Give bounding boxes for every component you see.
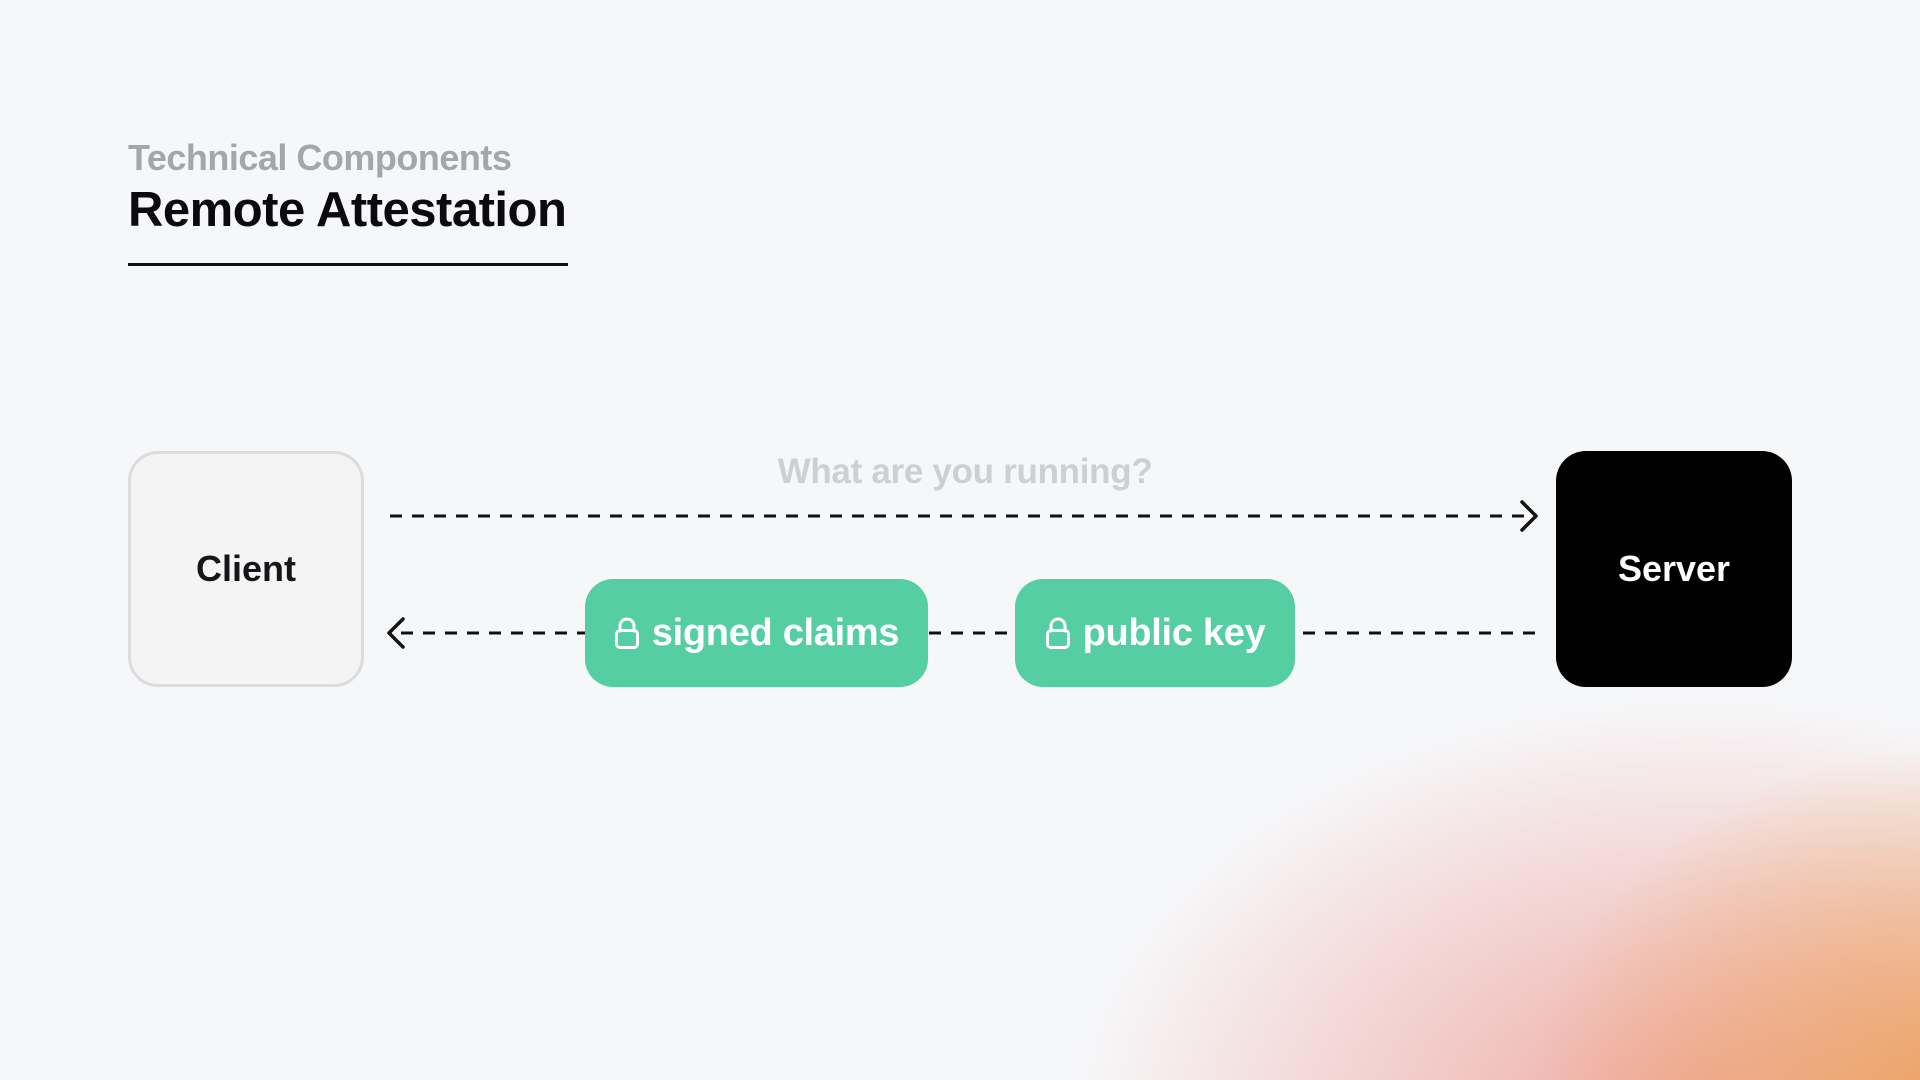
signed-claims-label: signed claims: [651, 611, 900, 654]
lock-icon: [1045, 617, 1070, 649]
client-node: Client: [128, 451, 364, 687]
title-underline: [128, 263, 568, 266]
public-key-label: public key: [1082, 611, 1266, 654]
response-arrowhead: [387, 617, 405, 649]
request-arrowhead: [1520, 500, 1538, 532]
lock-icon: [614, 617, 639, 649]
slide-header: Technical Components Remote Attestation: [128, 136, 567, 238]
server-node: Server: [1556, 451, 1792, 687]
public-key-pill: public key: [1015, 579, 1295, 687]
section-kicker: Technical Components: [128, 137, 512, 178]
request-label: What are you running?: [777, 452, 1153, 491]
signed-claims-pill: signed claims: [585, 579, 928, 687]
slide-title: Remote Attestation: [128, 183, 567, 237]
server-label: Server: [1617, 548, 1731, 589]
client-label: Client: [195, 548, 296, 589]
